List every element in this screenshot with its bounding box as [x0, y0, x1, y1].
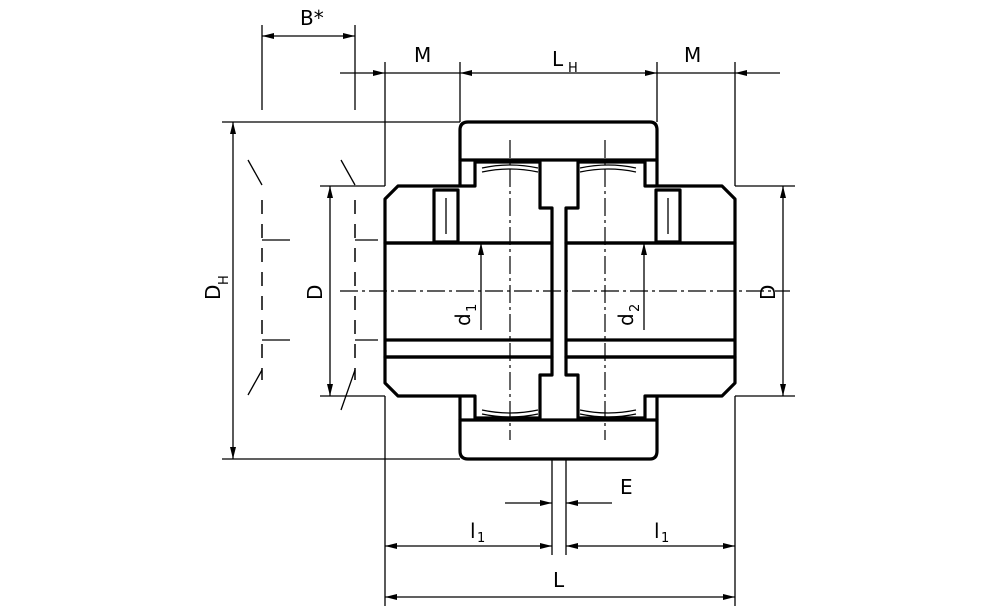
dimension-lines	[230, 33, 786, 600]
b-star-envelope	[247, 159, 378, 411]
label-l-h-sub: H	[568, 61, 578, 76]
label-m-left: M	[414, 43, 431, 67]
label-d2-sub: 2	[628, 304, 643, 312]
extension-lines	[222, 25, 795, 606]
label-d-right: D	[756, 285, 780, 300]
label-l-h: L	[552, 47, 564, 71]
label-l-total: L	[553, 568, 565, 592]
label-m-right: M	[684, 43, 701, 67]
outer-sleeve	[458, 120, 659, 461]
left-hub	[383, 160, 554, 420]
label-d1: d	[451, 313, 475, 326]
label-d2: d	[614, 313, 638, 326]
label-l1-right-sub: 1	[661, 531, 669, 546]
label-l1-left-sub: 1	[477, 531, 485, 546]
center-lines	[340, 140, 790, 440]
label-d-left: D	[303, 285, 327, 300]
label-d-h: D	[201, 285, 225, 300]
label-d-h-sub: H	[217, 275, 232, 285]
label-l1-left: l	[470, 519, 476, 543]
label-l1-right: l	[654, 519, 660, 543]
label-e: E	[620, 475, 633, 499]
label-b-star: B*	[300, 6, 324, 30]
right-hub	[564, 160, 737, 420]
left-set-screw	[432, 188, 460, 244]
right-set-screw	[654, 188, 682, 244]
label-d1-sub: 1	[465, 304, 480, 312]
